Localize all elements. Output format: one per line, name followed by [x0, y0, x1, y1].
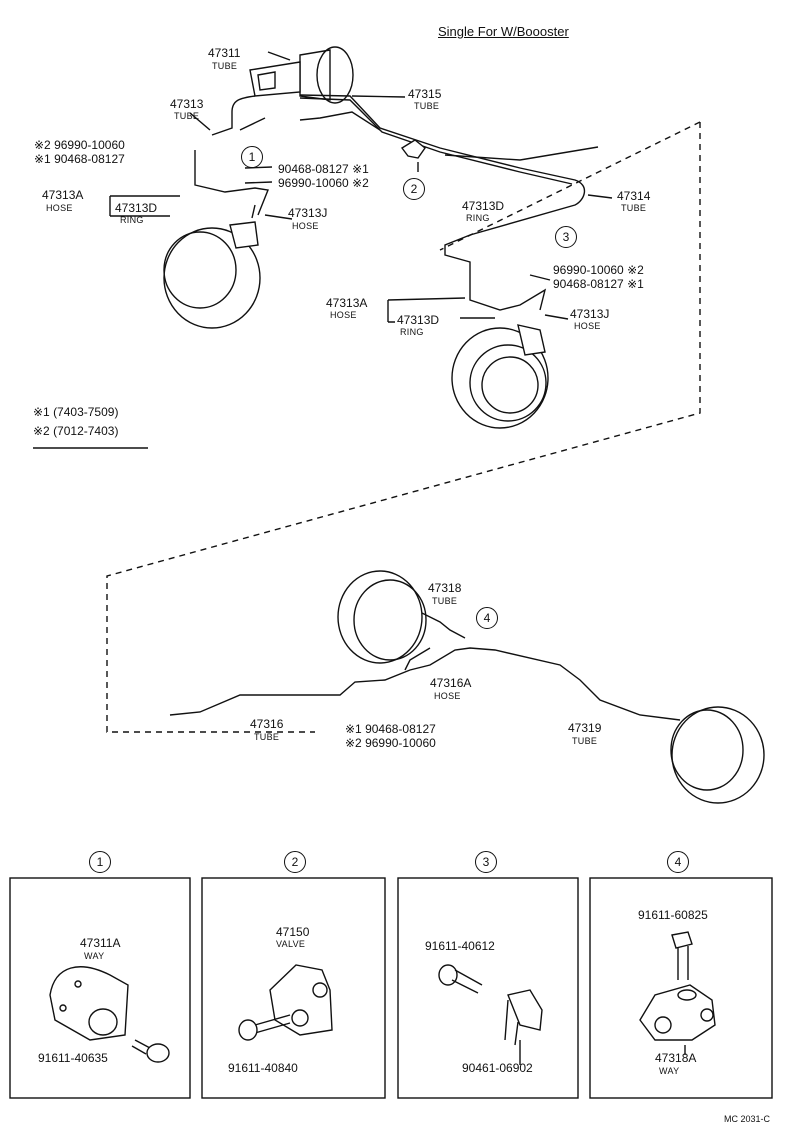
callout-1: 1 [241, 146, 263, 168]
front-left-disc-drawing [163, 221, 261, 329]
bolt-ref-left-b: ※1 90468-08127 [34, 152, 125, 166]
part-47313d-left-number: 47313D [115, 201, 158, 215]
bolt-ref-mid-b: 96990-10060 ※2 [278, 176, 369, 190]
part-47313a-right-name: HOSE [330, 310, 357, 320]
part-47313j-left-number: 47313J [288, 206, 328, 220]
part-47313j-right-name: HOSE [574, 321, 601, 331]
detail-1-part-name: WAY [84, 951, 105, 961]
part-47313d-left-name: RING [120, 215, 144, 225]
detail-callout-4: 4 [667, 851, 689, 873]
part-47313a-right-number: 47313A [326, 296, 368, 310]
detail-3-part2: 90461-06902 [462, 1061, 533, 1075]
part-47316a-name: HOSE [434, 691, 461, 701]
part-47316a-number: 47316A [430, 676, 472, 690]
part-47318-name: TUBE [432, 596, 458, 606]
bolt-ref-bottom-a: ※1 90468-08127 [345, 722, 436, 736]
bolt-ref-mid-a: 90468-08127 ※1 [278, 162, 369, 176]
note-2: ※2 (7012-7403) [33, 424, 119, 438]
part-47314-name: TUBE [621, 203, 647, 213]
detail-box-1 [9, 877, 191, 1099]
detail-box-2 [201, 877, 386, 1099]
detail-1-bolt: 91611-40635 [38, 1051, 108, 1065]
part-47311-number: 47311 [208, 46, 241, 60]
part-47313a-left-name: HOSE [46, 203, 73, 213]
bolt-way-drawing [639, 931, 716, 1055]
detail-3-bolt: 91611-40612 [425, 939, 495, 953]
part-47316-number: 47316 [250, 717, 284, 731]
part-47313a-left-number: 47313A [42, 188, 84, 202]
rear-right-drum-drawing [670, 706, 765, 804]
figure-code: MC 2031-C [723, 1114, 770, 1124]
part-47316-name: TUBE [254, 732, 280, 742]
detail-4-part-number: 47318A [655, 1051, 697, 1065]
detail-4-part-name: WAY [659, 1066, 680, 1076]
bolt-bracket-drawing [438, 964, 543, 1065]
front-right-disc-drawing [451, 324, 549, 429]
part-47319-number: 47319 [568, 721, 602, 735]
detail-2-part-name: VALVE [276, 939, 306, 949]
part-47313j-left-name: HOSE [292, 221, 319, 231]
callout-3: 3 [555, 226, 577, 248]
part-47313d-right-number: 47313D [462, 199, 505, 213]
detail-4-bolt: 91611-60825 [638, 908, 708, 922]
valve-drawing [238, 964, 333, 1041]
part-47314-number: 47314 [617, 189, 651, 203]
rear-brake-lines [169, 599, 681, 721]
part-47315-number: 47315 [408, 87, 442, 101]
detail-1-part-number: 47311A [80, 936, 121, 950]
detail-callout-2: 2 [284, 851, 306, 873]
rear-left-drum-drawing [337, 570, 427, 664]
callout-2: 2 [403, 178, 425, 200]
callout-4: 4 [476, 607, 498, 629]
part-47318-number: 47318 [428, 581, 462, 595]
detail-2-part-number: 47150 [276, 925, 310, 939]
brake-booster-drawing [249, 46, 354, 104]
part-47313d-right2-number: 47313D [397, 313, 440, 327]
part-47313-name: TUBE [174, 111, 200, 121]
bolt-ref-right-b: 90468-08127 ※1 [553, 277, 644, 291]
bolt-ref-right-a: 96990-10060 ※2 [553, 263, 644, 277]
detail-callout-1: 1 [89, 851, 111, 873]
part-47313d-right-name: RING [466, 213, 490, 223]
part-47315-name: TUBE [414, 101, 440, 111]
part-47313d-right2-name: RING [400, 327, 424, 337]
detail-2-bolt: 91611-40840 [228, 1061, 298, 1075]
part-47311-name: TUBE [212, 61, 238, 71]
way-block-drawing [49, 966, 170, 1063]
part-47313-number: 47313 [170, 97, 204, 111]
detail-callout-3: 3 [475, 851, 497, 873]
detail-box-3 [397, 877, 579, 1099]
note-1: ※1 (7403-7509) [33, 405, 119, 419]
part-47313j-right-number: 47313J [570, 307, 610, 321]
bolt-ref-left-a: ※2 96990-10060 [34, 138, 125, 152]
part-47319-name: TUBE [572, 736, 598, 746]
bolt-ref-bottom-b: ※2 96990-10060 [345, 736, 436, 750]
diagram-title: Single For W/Boooster [438, 24, 569, 39]
detail-box-4 [589, 877, 773, 1099]
